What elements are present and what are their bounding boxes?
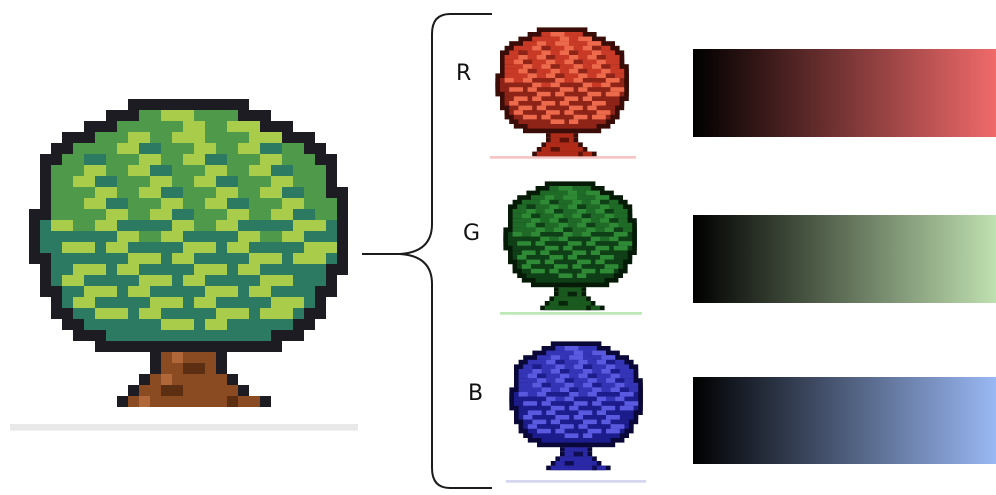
blue-intensity-gradient-bar [693, 377, 996, 464]
green-intensity-gradient-bar [693, 215, 996, 303]
ground-line [500, 312, 642, 315]
channel-label-b: B [468, 381, 483, 406]
red-channel-tree-image [490, 27, 636, 159]
ground-line [10, 424, 358, 431]
channel-g: G [463, 181, 996, 315]
source-tree-image [10, 99, 358, 431]
curly-brace [399, 13, 492, 489]
channel-label-g: G [463, 221, 480, 246]
ground-line [490, 156, 636, 159]
channel-label-r: R [456, 61, 471, 86]
green-channel-tree-image [500, 181, 642, 315]
channel-r: R [456, 27, 996, 159]
blue-channel-tree-image [506, 341, 646, 483]
channel-b: B [468, 341, 996, 483]
ground-line [506, 480, 646, 483]
red-intensity-gradient-bar [693, 49, 996, 137]
